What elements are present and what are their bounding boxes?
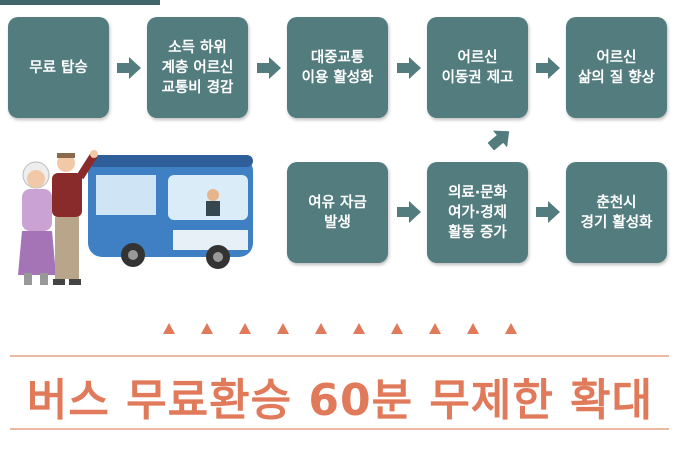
arrow-right-icon <box>536 201 560 223</box>
flow-box-quality-of-life: 어르신 삶의 질 향상 <box>566 17 667 118</box>
flow-box-local-economy: 춘천시 경기 활성화 <box>566 162 667 263</box>
triangle-decoration <box>201 323 213 334</box>
flow-box-free-ride: 무료 탑승 <box>8 17 109 118</box>
flow-box-cost-reduction: 소득 하위 계층 어르신 교통비 경감 <box>147 17 248 118</box>
arrow-up-right-icon <box>488 130 510 150</box>
senior-man-icon <box>52 150 98 285</box>
header-tab-bar <box>0 0 160 5</box>
senior-woman-icon <box>18 161 56 285</box>
arrow-right-icon <box>117 57 141 79</box>
arrow-right-icon <box>257 57 281 79</box>
divider-bottom <box>10 428 669 430</box>
arrow-right-icon <box>397 201 421 223</box>
flow-box-mobility: 어르신 이동권 제고 <box>427 17 528 118</box>
triangle-decoration <box>353 323 365 334</box>
bus-icon <box>88 155 253 269</box>
headline: 버스 무료환승 60분 무제한 확대 <box>26 375 654 426</box>
arrow-right-icon <box>397 57 421 79</box>
flow-box-spare-funds: 여유 자금 발생 <box>287 162 388 263</box>
triangle-decoration <box>505 323 517 334</box>
triangle-decoration <box>163 323 175 334</box>
triangle-decoration <box>391 323 403 334</box>
arrow-right-icon <box>536 57 560 79</box>
divider-top <box>10 355 669 357</box>
flow-box-activity-increase: 의료·문화 여가·경제 활동 증가 <box>427 162 528 263</box>
flow-box-transit-use: 대중교통 이용 활성화 <box>287 17 388 118</box>
triangle-decoration <box>315 323 327 334</box>
seniors-and-bus-illustration <box>18 150 253 285</box>
triangle-decoration <box>277 323 289 334</box>
triangle-decoration <box>467 323 479 334</box>
triangle-decoration <box>239 323 251 334</box>
triangle-decoration <box>429 323 441 334</box>
